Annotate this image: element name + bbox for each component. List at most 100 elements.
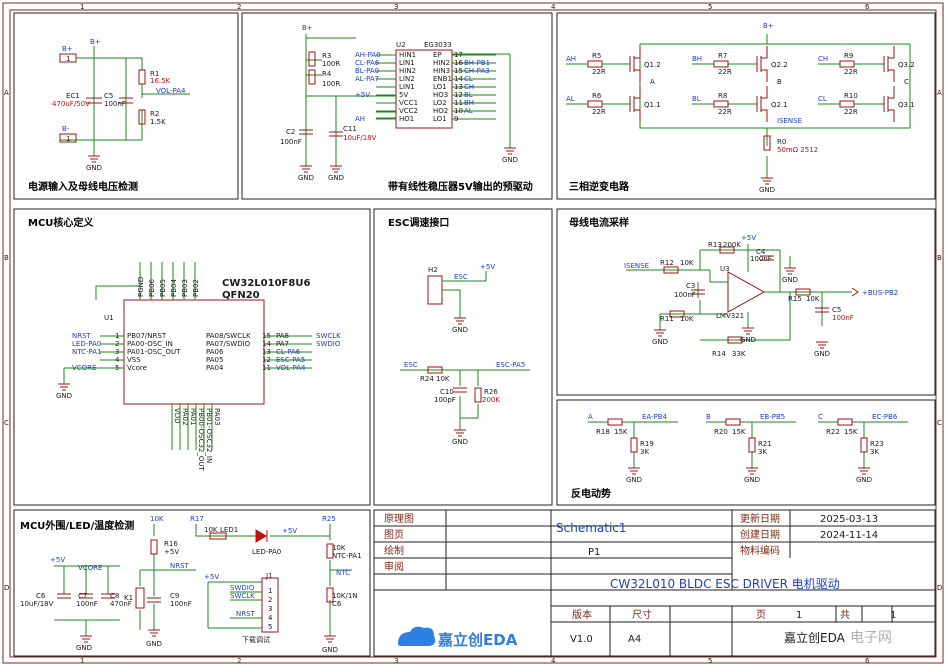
pd-right-pin-name: LO1 — [433, 83, 447, 91]
border-row-right-B: B — [937, 254, 942, 262]
tb-total: 1 — [890, 610, 896, 621]
border-row-D: D — [4, 584, 9, 592]
thermistor-ref: 10K/1N — [332, 592, 358, 600]
res-r1-ref: R1 — [150, 70, 159, 78]
inner-frame — [9, 9, 937, 658]
res-r13-value: 200K — [723, 241, 741, 249]
mcu-right-pin-num: 14 — [262, 340, 271, 348]
bemf-phase: B — [706, 413, 711, 421]
header-j1-ref: J1 — [265, 572, 273, 580]
net-vcore-p: VCORE — [78, 564, 102, 572]
mcu-top-pin-name: PB05 — [159, 279, 167, 297]
cap-c5-symbol — [119, 97, 133, 104]
mcu-right-short-label: PA8 — [276, 332, 289, 340]
cap-c8-symbol — [101, 593, 115, 599]
bemf-series-res — [837, 418, 853, 426]
border-col-bottom-2: 2 — [237, 657, 241, 665]
bemf-gnd-label: GND — [856, 476, 872, 484]
mosfet-icon — [883, 46, 895, 82]
border-row-right-C: C — [937, 419, 942, 427]
res-r12-ref: R12 — [660, 259, 674, 267]
mcu-right-net: SWDIO — [316, 340, 341, 348]
cap-c2-symbol — [299, 129, 313, 135]
pd-right-pin-num: 16 — [454, 59, 463, 67]
thermistor-ntc — [326, 587, 334, 603]
net-5v-p4: R25 — [322, 515, 336, 523]
bemf-shunt-res-ref: R21 — [758, 440, 772, 448]
res-r2-ref: R2 — [150, 110, 159, 118]
tb-label-version: 版本 — [572, 608, 592, 621]
cap-c11-ref: C11 — [343, 125, 357, 133]
inv-gate-res-ref: R9 — [844, 52, 853, 60]
mcu-left-pin-name: PA01-OSC_OUT — [127, 348, 181, 356]
cap-c10-value: 100pF — [434, 396, 456, 404]
pd-right-net: CH-PA3 — [464, 67, 490, 75]
title-power: 电源输入及母线电压检测 — [28, 180, 138, 193]
bemf-series-res — [725, 418, 741, 426]
cap-c4-value: 100nF — [750, 255, 772, 263]
cloud-logo-icon — [398, 626, 436, 646]
gnd-label-mcu: GND — [56, 392, 72, 400]
bemf-shunt-res-val: 3K — [870, 448, 879, 456]
res-r17 — [209, 532, 227, 540]
net-5v-p3: R17 — [190, 515, 204, 523]
gnd-symbol-p4 — [324, 635, 336, 643]
net-vol-pa4: VOL-PA4 — [156, 87, 186, 95]
pd-right-pin-num: 13 — [454, 83, 463, 91]
net-5v-cs: +5V — [741, 234, 756, 242]
cap-c9-value: 100nF — [170, 600, 192, 608]
res-r15-value: 10K — [806, 295, 820, 303]
cap-c4-ref: C4 — [756, 248, 766, 256]
res-r26 — [474, 387, 482, 403]
header-j1 — [261, 577, 279, 633]
res-r13-ref: R13 — [708, 241, 722, 249]
mosfet-ref: Q2.2 — [771, 61, 788, 69]
net-5v-p2: 10K — [150, 515, 164, 523]
bemf-shunt-res-val: 3K — [758, 448, 767, 456]
res-r15-ref: R15 — [788, 295, 802, 303]
pd-right-pin-num: 17 — [454, 51, 463, 59]
chip-u2-ref: U2 — [396, 41, 406, 49]
bemf-gnd — [628, 467, 640, 475]
mcu-bottom-pin-name: PA01 — [189, 408, 197, 425]
pane-periph — [13, 509, 371, 657]
mcu-left-pin-name: PB07/NRST — [127, 332, 167, 340]
tb-company: 嘉立创EDA — [784, 630, 846, 645]
border-row-right-D: D — [937, 584, 942, 592]
phase-node-A: A — [650, 78, 655, 86]
mcu-right-pin-name: PA04 — [206, 364, 224, 372]
mcu-left-pin-num: 2 — [115, 340, 119, 348]
inv-gate-res — [713, 60, 729, 68]
chip-package: QFN20 — [222, 290, 260, 301]
pd-right-pin-name: ENB1 — [433, 75, 452, 83]
esc-wires — [442, 271, 487, 318]
res-r11-value: 10K — [680, 315, 694, 323]
pd-right-pin-name: EP — [433, 51, 442, 59]
bemf-wire — [818, 421, 908, 468]
cap-c6-ref: C6 — [36, 592, 46, 600]
pd-right-net: CL — [464, 75, 473, 83]
bemf-gnd-label: GND — [744, 476, 760, 484]
cap-c5-value: 100nF — [104, 100, 126, 108]
res-r17-ref: 10K — [204, 526, 218, 534]
pd-left-pin-name: LIN1 — [399, 59, 415, 67]
res-r24-value: 10K — [436, 375, 450, 383]
periph-circuit: +5V VCORE C6 10uF/18V C7 100nF C8 470nF … — [20, 515, 362, 654]
pd-left-net: CL-PA6 — [355, 59, 380, 67]
connector-bminus-pin: 1 — [66, 135, 70, 143]
res-r3 — [308, 51, 316, 67]
bemf-series-res-val: 15K — [614, 428, 628, 436]
mosfet-icon — [756, 86, 768, 122]
mcu-right-short-label: PA7 — [276, 340, 289, 348]
tb-update-date: 2025-03-13 — [820, 514, 878, 525]
pd-left-net: AH — [355, 115, 365, 123]
border-col-3: 3 — [394, 3, 398, 11]
mcu-bottom-pin-name: PB01-OSC32_IN — [205, 408, 213, 463]
inv-input: BH — [692, 55, 702, 63]
pd-left-pin-name: LIN2 — [399, 75, 415, 83]
title-periph: MCU外围/LED/温度检测 — [20, 519, 134, 532]
